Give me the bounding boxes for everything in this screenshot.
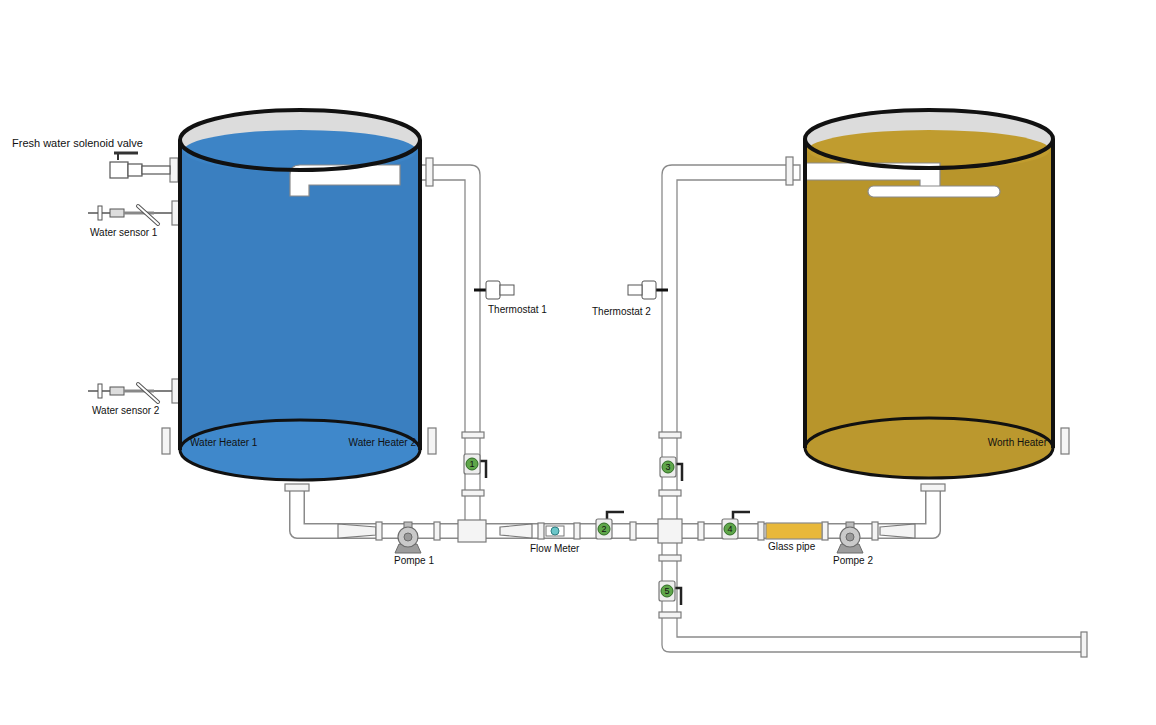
wort-tank-shape [801, 106, 1057, 486]
heater-label: Water Heater 2 [349, 437, 416, 449]
wort-tank: Worth Heater [801, 106, 1057, 486]
valve-symbol [596, 512, 624, 539]
callout-number: 2 [598, 523, 610, 535]
part-label: Flow Meter [530, 543, 579, 555]
part-label: Glass pipe [768, 541, 815, 553]
flow-meter [546, 526, 564, 536]
pipe-flange [1081, 632, 1087, 657]
part-label: Pompe 1 [394, 555, 434, 567]
water-tank-shape [176, 106, 426, 486]
part-label: Water sensor 2 [92, 405, 159, 417]
pump-symbol [837, 522, 863, 553]
thermostat [628, 281, 668, 299]
manifold-pipe [297, 486, 933, 531]
water-sensor [88, 384, 172, 402]
part-label: Fresh water solenoid valve [12, 137, 143, 150]
valve-symbol [659, 581, 681, 605]
callout-number: 1 [466, 458, 478, 470]
part-label: Water sensor 1 [90, 227, 157, 239]
part-label: Thermostat 2 [592, 306, 651, 318]
heater-label: Water Heater 1 [190, 437, 257, 449]
valve-symbol [722, 512, 750, 539]
part-label: Pompe 2 [833, 555, 873, 567]
pump-symbol [395, 522, 421, 553]
callout-number: 4 [724, 523, 736, 535]
callout-number: 5 [661, 585, 673, 597]
glass-pipe [766, 523, 822, 539]
heater-label: Worth Heater [988, 437, 1047, 449]
callout-number: 3 [662, 461, 674, 473]
valve-symbol [464, 454, 486, 478]
part-label: Thermostat 1 [488, 304, 547, 316]
water-tank: Water Heater 1 Water Heater 2 [176, 106, 426, 486]
water-sensor [88, 206, 172, 224]
thermostat [474, 281, 514, 299]
solenoid-valve [110, 153, 170, 178]
drain-pipe [662, 539, 1085, 652]
valve-symbol [660, 457, 682, 481]
